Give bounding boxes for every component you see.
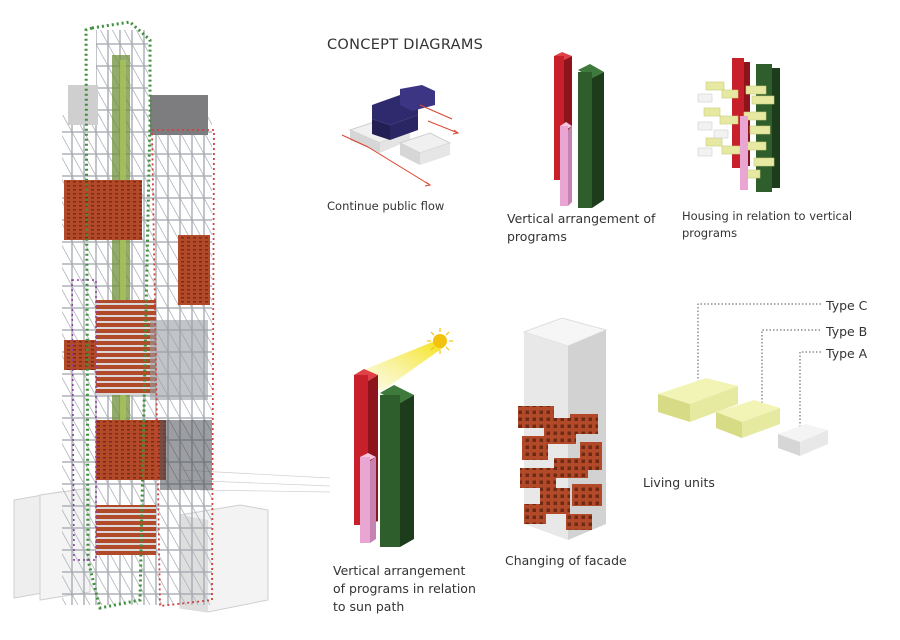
vertical-programs-caption-line2: programs <box>507 229 567 244</box>
housing-diagram <box>692 50 792 200</box>
public-flow-caption: Continue public flow <box>327 199 445 213</box>
living-units-diagram <box>650 290 850 460</box>
sun-path-caption-line2: of programs in relation <box>333 581 476 596</box>
type-a-label: Type A <box>826 346 868 361</box>
sun-path-diagram <box>348 325 458 550</box>
type-c-label: Type C <box>826 298 868 313</box>
facade-diagram <box>510 317 620 543</box>
housing-caption-line1: Housing in relation to vertical <box>682 209 853 223</box>
public-flow-diagram <box>340 85 470 195</box>
sun-path-caption-line1: Vertical arrangement <box>333 563 466 578</box>
housing-caption-line2: programs <box>682 226 738 240</box>
facade-caption: Changing of facade <box>505 553 627 568</box>
sun-path-caption-line3: to sun path <box>333 599 405 614</box>
vertical-programs-caption-line1: Vertical arrangement of <box>507 211 656 226</box>
tower-rendering <box>0 0 331 636</box>
vertical-programs-diagram <box>550 50 610 210</box>
living-units-caption: Living units <box>643 475 715 490</box>
type-b-label: Type B <box>826 324 868 339</box>
sun-icon <box>433 334 447 348</box>
page-title: CONCEPT DIAGRAMS <box>327 37 484 53</box>
